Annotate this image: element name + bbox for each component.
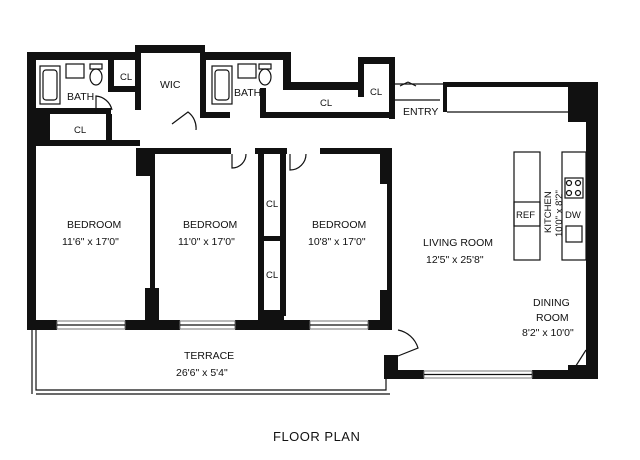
bedroom-2-dims: 11'0" x 17'0" <box>178 236 235 248</box>
bath-left-label: BATH <box>67 91 94 103</box>
closet-left-label: CL <box>74 125 86 136</box>
bedroom-2-name: BEDROOM <box>183 219 237 231</box>
kitchen-dims: 10'0" x 8'2" <box>554 190 565 237</box>
bedroom-3-dims: 10'8" x 17'0" <box>308 236 366 248</box>
room-labels: BATH CL WIC BATH CL CL ENTRY CL BEDROOM … <box>62 72 581 444</box>
ref-label: REF <box>516 210 535 221</box>
dining-room-name-1: DINING <box>533 297 570 309</box>
terrace-outline <box>31 330 587 395</box>
closet-mid-lower-label: CL <box>266 270 278 281</box>
entry-lines <box>395 83 568 113</box>
bedroom-1-name: BEDROOM <box>67 219 121 231</box>
floor-plan-caption: FLOOR PLAN <box>273 429 360 444</box>
closet-top-right-label: CL <box>370 87 382 98</box>
kitchen-counters <box>513 151 587 261</box>
kitchen-name: KITCHEN <box>543 191 554 233</box>
dishwasher-label: DW <box>565 210 581 221</box>
doors <box>95 81 440 357</box>
terrace-name: TERRACE <box>184 350 234 362</box>
living-room-name: LIVING ROOM <box>423 237 493 249</box>
terrace-dims: 26'6" x 5'4" <box>176 367 228 379</box>
wic-label: WIC <box>160 79 181 91</box>
closet-top-left-label: CL <box>120 72 132 83</box>
dining-room-dims: 8'2" x 10'0" <box>522 327 574 339</box>
entry-label: ENTRY <box>403 106 438 118</box>
living-room-dims: 12'5" x 25'8" <box>426 254 484 266</box>
dining-room-name-2: ROOM <box>536 312 569 324</box>
closet-top-mid-label: CL <box>320 98 332 109</box>
bedroom-1-dims: 11'6" x 17'0" <box>62 236 119 248</box>
bedroom-3-name: BEDROOM <box>312 219 366 231</box>
bedroom-windows <box>56 320 533 379</box>
bath-mid-label: BATH <box>234 87 261 99</box>
closet-mid-upper-label: CL <box>266 199 278 210</box>
exterior-walls <box>27 45 598 379</box>
bath-fixtures <box>39 63 272 105</box>
interior-walls <box>36 53 392 328</box>
